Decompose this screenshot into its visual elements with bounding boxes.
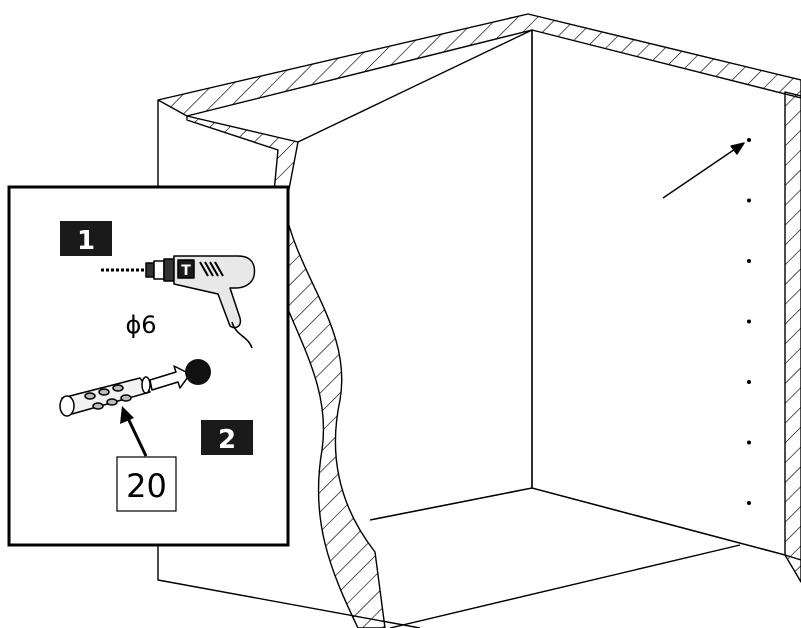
cabinet-right-panel [784,91,801,583]
part-pointer-arrow [120,406,148,457]
step-1-label: 1 [77,226,95,256]
drill-hole-4 [747,319,751,324]
drill-hole-2 [747,198,751,203]
arrow-icon [662,142,745,199]
drill-hole-6 [747,440,751,445]
drill-hole-5 [747,380,751,384]
step-1-badge: 1 [60,221,112,256]
instruction-panel: 1 T ϕ6 [7,185,290,547]
cabinet-bottom-panel [369,487,801,628]
drill-hole-icon [185,359,211,385]
drill-hole-7 [747,501,751,505]
svg-text:T: T [181,263,191,279]
wall-plug-icon [59,365,191,417]
part-number-box: 20 [116,456,177,512]
step-2-label: 2 [218,425,236,455]
drill-icon: T [101,255,256,349]
drill-hole-1 [747,138,751,142]
drill-hole-3 [747,259,751,263]
cabinet-left-cutaway [186,115,386,628]
step-2-badge: 2 [201,420,253,455]
cabinet-top-panel [157,13,801,117]
part-number: 20 [126,467,167,505]
drill-bit-diameter: ϕ6 [125,311,156,339]
drill-holes [747,138,751,505]
